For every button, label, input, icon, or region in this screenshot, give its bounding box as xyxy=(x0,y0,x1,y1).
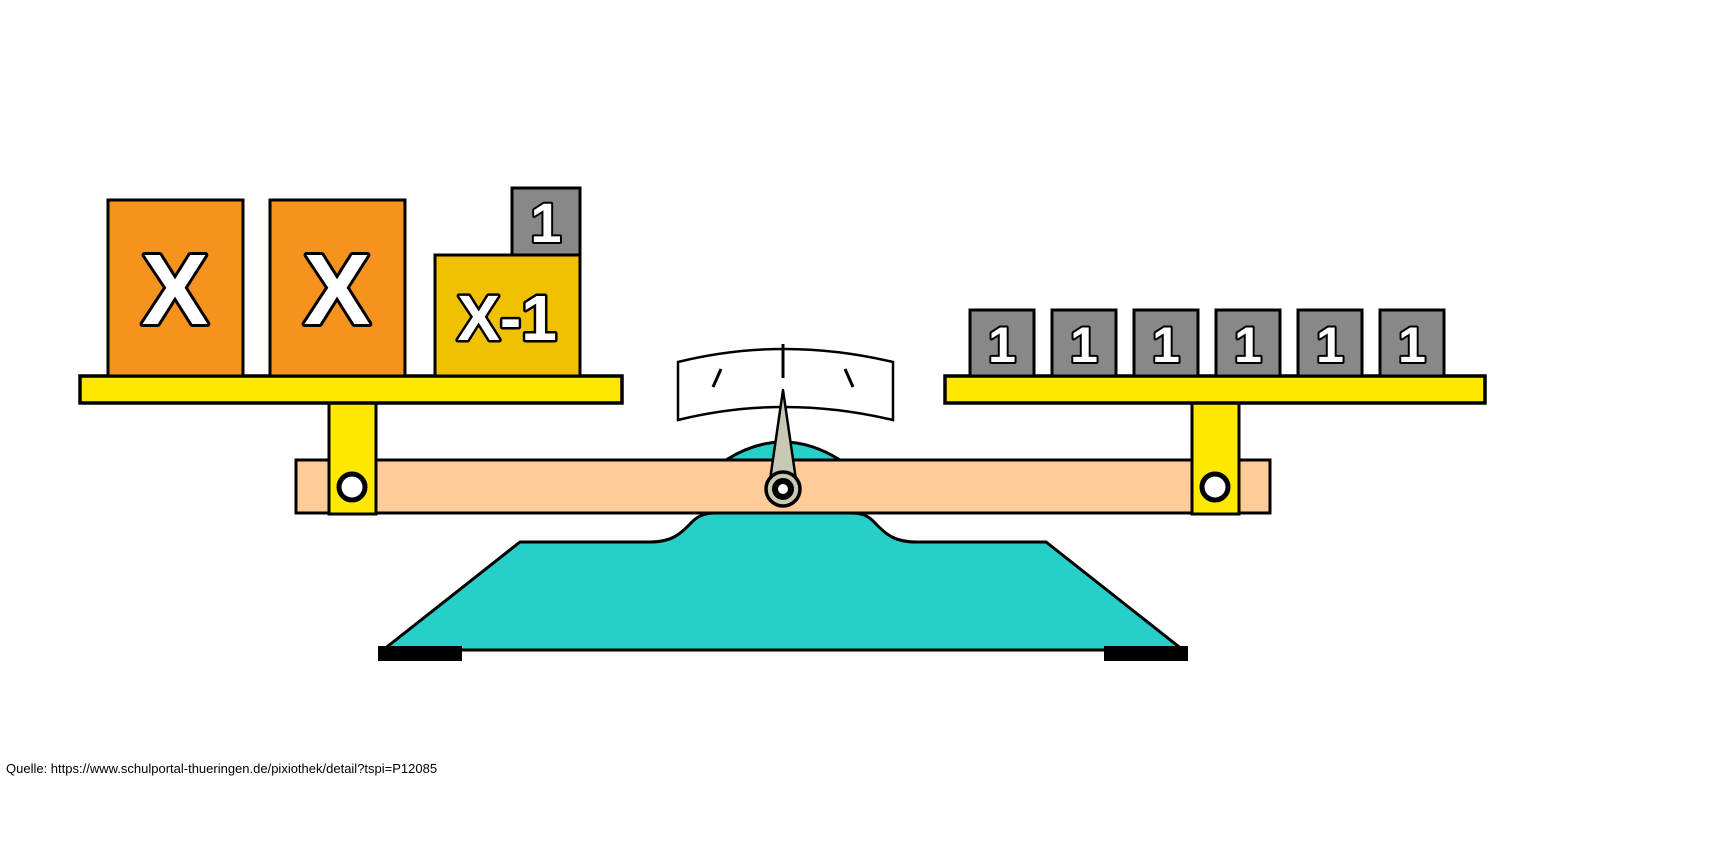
unit-block-2-label: 1 xyxy=(1070,317,1098,373)
right-pan xyxy=(943,374,1487,405)
unit-block-6: 1 xyxy=(1378,308,1446,378)
scale-foot-right xyxy=(1104,646,1188,661)
unit-block-4: 1 xyxy=(1214,308,1282,378)
x-block-2-label: X xyxy=(304,234,371,346)
unit-block-5: 1 xyxy=(1296,308,1364,378)
unit-block-5-label: 1 xyxy=(1316,317,1344,373)
unit-block-3: 1 xyxy=(1132,308,1200,378)
x-minus-1-block-label: X-1 xyxy=(457,282,557,354)
left-unit-block-label: 1 xyxy=(530,191,561,254)
x-block-2: X xyxy=(268,198,407,378)
unit-block-3-label: 1 xyxy=(1152,317,1180,373)
x-block-1: X xyxy=(106,198,245,378)
x-block-1-label: X xyxy=(142,234,209,346)
unit-block-3-body xyxy=(1132,308,1200,378)
right-support-bolt xyxy=(1199,471,1231,503)
left-pan-blocks: X X X-1 1 xyxy=(106,186,582,378)
unit-block-6-label: 1 xyxy=(1398,317,1426,373)
unit-block-1-body xyxy=(968,308,1036,378)
unit-block-4-body xyxy=(1214,308,1282,378)
unit-block-2-body xyxy=(1050,308,1118,378)
x-minus-1-block-body xyxy=(433,253,582,378)
right-pan-blocks: 1 1 1 1 1 1 xyxy=(968,308,1446,378)
source-caption: Quelle: https://www.schulportal-thuering… xyxy=(6,761,438,776)
scale-foot-left xyxy=(378,646,462,661)
balance-gauge xyxy=(676,344,895,508)
base-body xyxy=(378,511,1188,652)
gauge-band xyxy=(676,347,895,422)
x-block-2-body xyxy=(268,198,407,378)
left-unit-block-body xyxy=(510,186,582,257)
scale-base xyxy=(378,511,1188,661)
unit-block-2: 1 xyxy=(1050,308,1118,378)
unit-block-6-body xyxy=(1378,308,1446,378)
x-minus-1-block: X-1 xyxy=(433,253,582,378)
left-unit-block: 1 xyxy=(510,186,582,257)
unit-block-5-body xyxy=(1296,308,1364,378)
unit-block-1: 1 xyxy=(968,308,1036,378)
x-block-1-body xyxy=(106,198,245,378)
unit-block-1-label: 1 xyxy=(988,317,1016,373)
left-support-bolt xyxy=(336,471,368,503)
gauge-tick-right xyxy=(843,368,855,388)
needle-hub-inner xyxy=(772,478,794,500)
gauge-tick-left xyxy=(711,368,723,388)
left-pan xyxy=(78,374,624,405)
unit-block-4-label: 1 xyxy=(1234,317,1262,373)
